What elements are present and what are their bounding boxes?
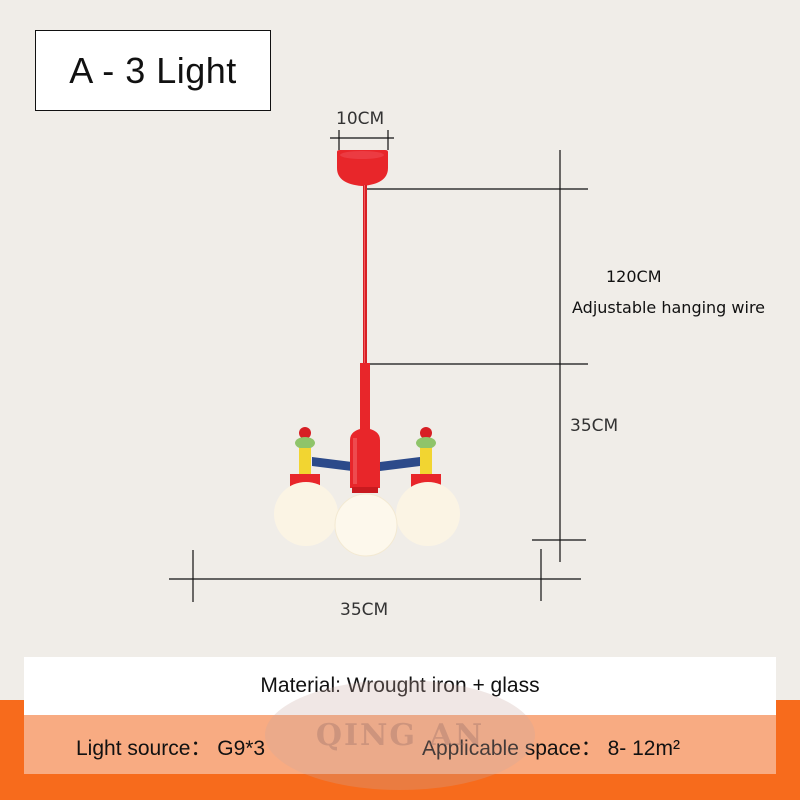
stem-icon [360,363,370,433]
spec-panel: Material: Wrought iron + glass Light sou… [24,657,776,774]
cable-note-label: Adjustable hanging wire [572,298,766,317]
glass-globes-icon [274,482,460,557]
dimension-lines [169,130,588,602]
cable-length-label: 120CM [606,267,662,286]
material-spec: Material: Wrought iron + glass [24,657,776,715]
product-variant-title: A - 3 Light [35,30,271,111]
watermark-text: QING AN [315,717,485,753]
arms-icon [312,457,420,471]
applicable-space-spec: Applicable space： 8- 12m² [422,737,680,760]
watermark: QING AN [265,680,535,790]
canopy-width-label: 10CM [336,109,385,129]
body-width-label: 35CM [340,600,389,620]
body-height-label: 35CM [570,416,619,436]
spec-lower-row: Light source： G9*3 Applicable space： 8- … [24,715,776,774]
center-body-icon [350,428,380,493]
right-socket-icon [411,427,441,487]
left-socket-icon [290,427,320,487]
canopy-icon [337,150,388,186]
light-source-spec: Light source： G9*3 [76,737,266,760]
cable-icon [363,185,367,365]
